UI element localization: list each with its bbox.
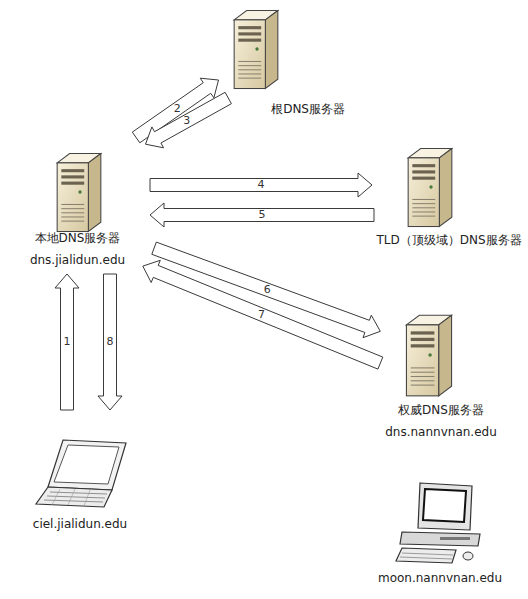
host-name: dns.nannvnan.edu [385, 425, 497, 440]
server-icon [57, 154, 101, 232]
step-number: 8 [107, 336, 114, 348]
desktop-icon [396, 483, 480, 563]
authoritative-dns-server: 权威DNS服务器 dns.nannvnan.edu [385, 310, 497, 440]
block-arrow [150, 203, 374, 227]
root-dns-server: 根DNS服务器 [230, 5, 345, 117]
block-arrow [55, 274, 79, 410]
node-label: TLD（顶级域）DNS服务器 [376, 233, 521, 248]
step-number: 6 [264, 284, 271, 296]
node-label: 权威DNS服务器 [398, 403, 484, 418]
node-label: ciel.jialidun.edu [33, 517, 127, 532]
laptop-icon [36, 440, 126, 507]
node-label: 本地DNS服务器 [35, 231, 121, 246]
step-number: 4 [258, 179, 265, 191]
host-name: dns.jialidun.edu [30, 253, 125, 268]
block-arrow [143, 260, 383, 369]
local-dns-server: 本地DNS服务器 dns.jialidun.edu [15, 150, 140, 268]
step-number: 7 [258, 309, 265, 321]
node-label: 根DNS服务器 [271, 102, 345, 117]
client-laptop: ciel.jialidun.edu [15, 410, 145, 532]
node-label: moon.nannvnan.edu [378, 571, 502, 586]
block-arrow [98, 274, 122, 410]
block-arrow [150, 173, 372, 197]
step-number: 5 [259, 209, 266, 221]
host-desktop: moon.nannvnan.edu [375, 478, 505, 586]
step-number: 3 [183, 115, 190, 127]
server-icon [408, 149, 452, 227]
step-number: 1 [64, 336, 71, 348]
server-icon [406, 315, 451, 396]
tld-dns-server: TLD（顶级域）DNS服务器 [376, 143, 522, 248]
block-arrow [146, 92, 232, 148]
step-number: 2 [174, 103, 181, 115]
server-icon [234, 11, 278, 89]
